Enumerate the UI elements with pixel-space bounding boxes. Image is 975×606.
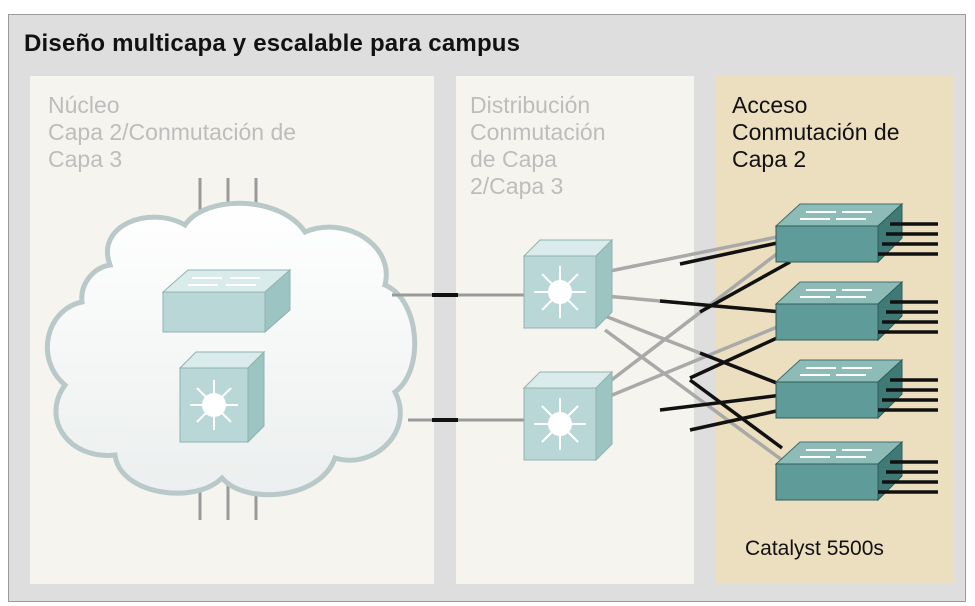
core-layer-label-line: Núcleo (48, 92, 120, 118)
device-label: Catalyst 5500s (745, 537, 884, 560)
access-layer-label-line: Capa 2 (732, 146, 807, 172)
access-layer-label-line: Conmutación de (732, 119, 900, 145)
access-layer-label: Acceso Conmutación de Capa 2 (732, 92, 900, 173)
distribution-layer-label-line: de Capa (470, 146, 557, 172)
access-layer-label-line: Acceso (732, 92, 808, 118)
diagram-title: Diseño multicapa y escalable para campus (24, 30, 521, 57)
distribution-layer-label: Distribución Conmutación de Capa 2/Capa … (470, 92, 606, 200)
distribution-layer-label-line: Conmutación (470, 119, 606, 145)
core-layer-label: Núcleo Capa 2/Conmutación de Capa 3 (48, 92, 296, 173)
core-layer-label-line: Capa 2/Conmutación de (48, 119, 297, 145)
distribution-layer-label-line: 2/Capa 3 (470, 173, 564, 199)
core-layer-label-line: Capa 3 (48, 146, 123, 172)
distribution-layer-label-line: Distribución (470, 92, 591, 118)
